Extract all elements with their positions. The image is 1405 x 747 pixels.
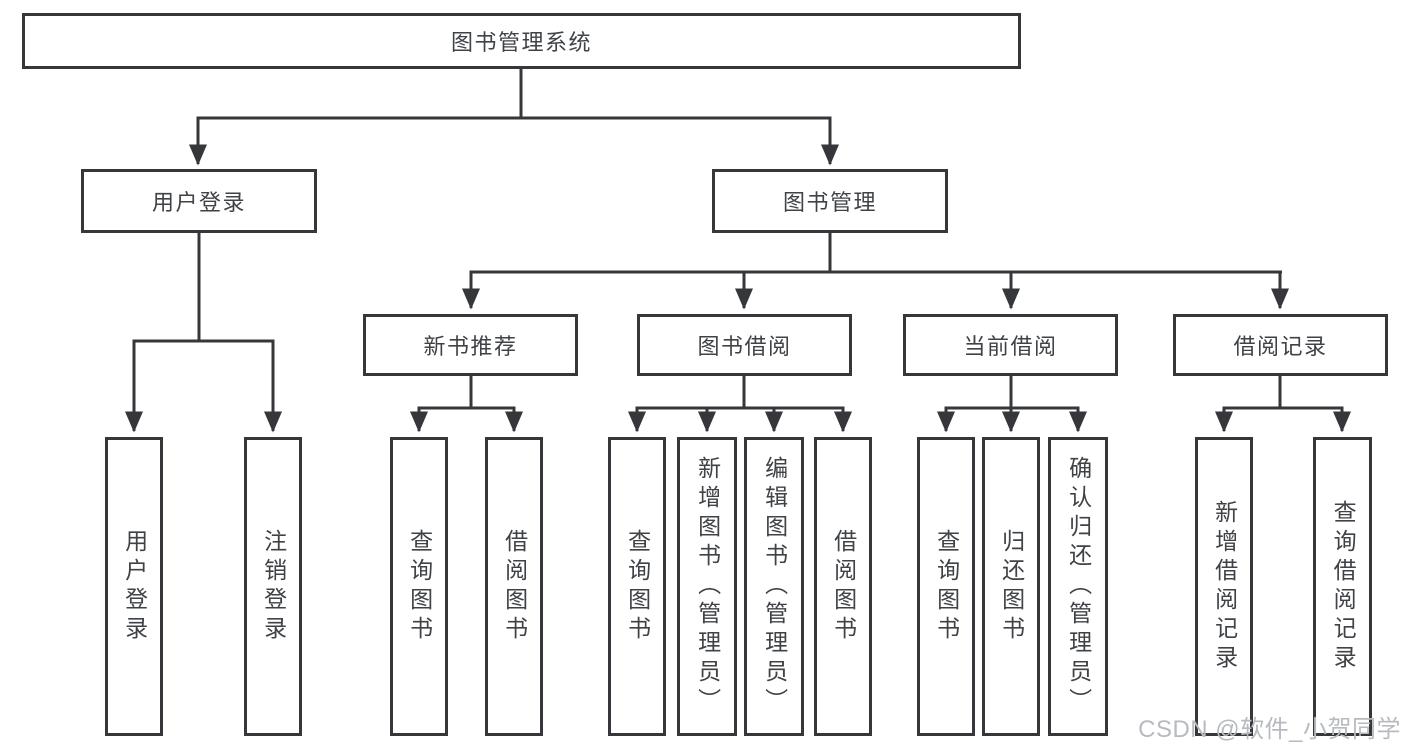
node-root: 图书管理系统 xyxy=(22,13,1021,69)
leaf-user-login: 用户登录 xyxy=(105,437,163,736)
node-book-borrow: 图书借阅 xyxy=(637,314,852,376)
node-label: 查询图书 xyxy=(406,528,433,645)
node-book-management: 图书管理 xyxy=(712,169,948,233)
node-label: 用户登录 xyxy=(151,190,246,215)
node-label: 图书借阅 xyxy=(697,334,792,359)
node-label: 查询图书 xyxy=(624,528,651,645)
node-label: 新增图书（管理员） xyxy=(694,456,721,717)
node-label: 查询图书 xyxy=(933,528,960,645)
node-label: 当前借阅 xyxy=(963,334,1058,359)
leaf-query-books-current: 查询图书 xyxy=(917,437,975,736)
node-label: 图书管理系统 xyxy=(450,30,592,55)
node-label: 注销登录 xyxy=(260,528,287,645)
leaf-add-book-admin: 新增图书（管理员） xyxy=(677,437,737,736)
node-current-borrow: 当前借阅 xyxy=(903,314,1118,376)
node-label: 借阅图书 xyxy=(830,528,857,645)
node-label: 借阅记录 xyxy=(1233,334,1328,359)
node-new-book-recommend: 新书推荐 xyxy=(363,314,578,376)
node-borrow-records: 借阅记录 xyxy=(1173,314,1388,376)
watermark-text: CSDN @软件_小贺同学 xyxy=(1138,716,1401,743)
node-label: 借阅图书 xyxy=(501,528,528,645)
node-label: 归还图书 xyxy=(998,528,1025,645)
node-label: 确认归还（管理员） xyxy=(1065,456,1092,717)
leaf-borrow-books-recommend: 借阅图书 xyxy=(485,437,543,736)
leaf-add-borrow-record: 新增借阅记录 xyxy=(1195,437,1253,736)
leaf-confirm-return-admin: 确认归还（管理员） xyxy=(1048,437,1108,736)
leaf-query-borrow-record: 查询借阅记录 xyxy=(1313,437,1372,736)
node-label: 编辑图书（管理员） xyxy=(761,456,788,717)
node-label: 新增借阅记录 xyxy=(1211,499,1238,674)
node-label: 新书推荐 xyxy=(423,334,518,359)
leaf-edit-book-admin: 编辑图书（管理员） xyxy=(744,437,804,736)
leaf-logout: 注销登录 xyxy=(244,437,302,736)
leaf-borrow-books: 借阅图书 xyxy=(814,437,872,736)
leaf-query-books-recommend: 查询图书 xyxy=(390,437,448,736)
node-user-login: 用户登录 xyxy=(81,169,317,233)
node-label: 图书管理 xyxy=(782,190,877,215)
node-label: 查询借阅记录 xyxy=(1330,499,1357,674)
leaf-query-books-borrow: 查询图书 xyxy=(608,437,666,736)
leaf-return-book: 归还图书 xyxy=(982,437,1040,736)
node-label: 用户登录 xyxy=(121,528,148,645)
